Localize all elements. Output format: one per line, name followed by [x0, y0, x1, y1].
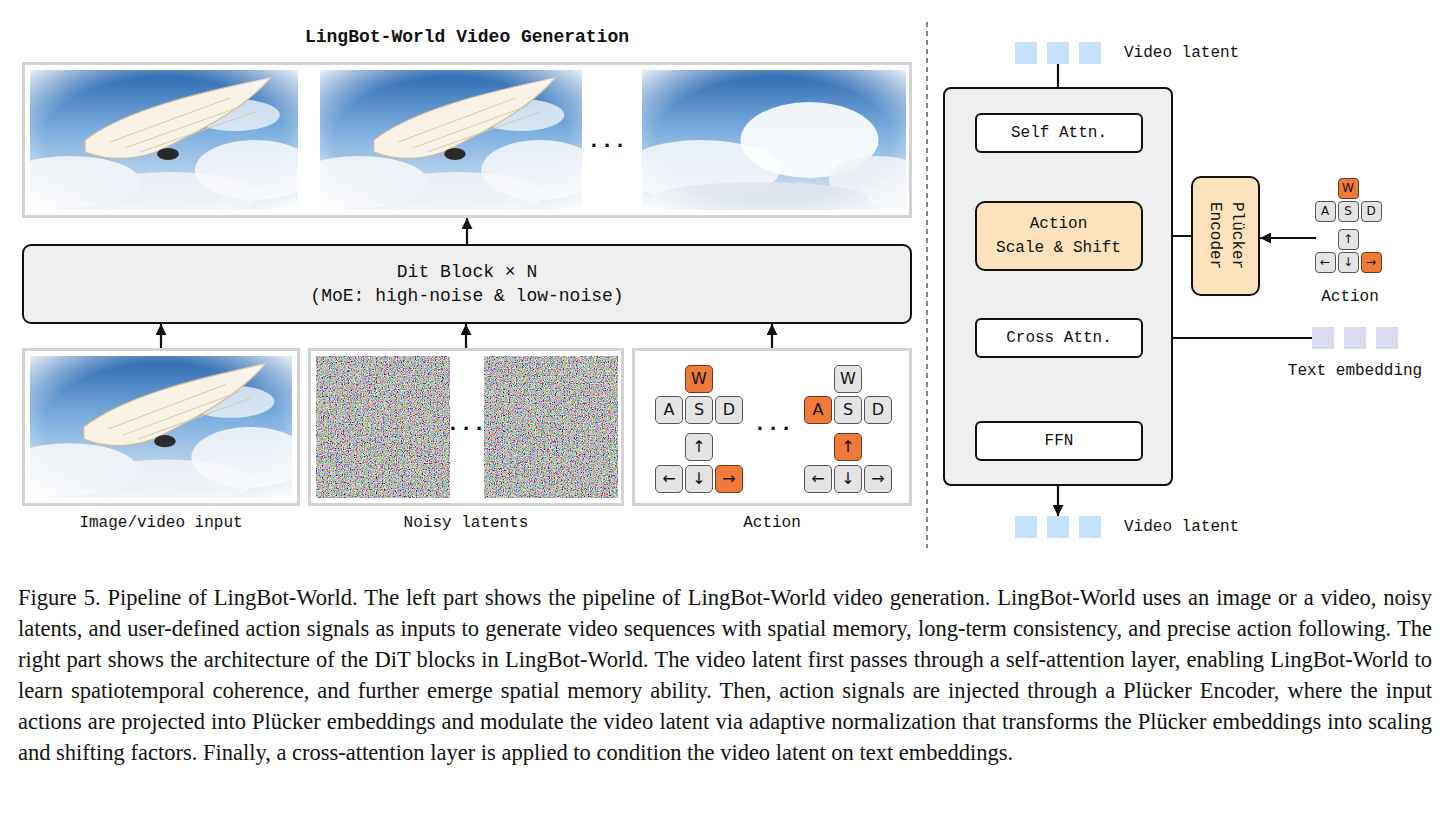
key-cap: ↑	[685, 433, 713, 461]
key-cap: S	[834, 396, 862, 424]
node-text: S	[843, 402, 853, 418]
latent-tokens: Video latent	[1015, 516, 1101, 538]
key-cap: ↑	[1338, 229, 1359, 250]
video-frame	[0, 70, 315, 216]
node-text: Plücker Encoder	[1204, 186, 1248, 286]
node-text: Cross Attn.	[1006, 326, 1112, 350]
node-text: Action	[632, 513, 912, 533]
node-text: Text embedding	[1272, 361, 1438, 381]
node-text: (MoE: high-noise & low-noise)	[310, 284, 623, 308]
node-text: ←	[811, 471, 824, 487]
key-cap: D	[864, 396, 892, 424]
key-cap: W	[685, 365, 713, 393]
node-text: W	[840, 371, 856, 387]
node-text: Noisy latents	[308, 513, 624, 533]
key-cap: ←	[655, 465, 683, 493]
node-text: D	[872, 402, 884, 418]
attention-block: Cross Attn.	[975, 318, 1143, 358]
connector-arrow	[160, 324, 162, 348]
node-text: D	[1366, 205, 1375, 217]
ffn-block: FFN	[975, 421, 1143, 461]
figure-caption: Figure 5. Pipeline of LingBot-World. The…	[18, 582, 1432, 768]
key-cap: A	[655, 396, 683, 424]
node-text: W	[691, 371, 707, 387]
action-frame: ...ActionWASD↑←↓→WASD↑←↓→	[632, 348, 912, 506]
node-text: ...	[743, 415, 803, 435]
node-text: FFN	[1045, 429, 1074, 453]
node-text: →	[871, 471, 884, 487]
input-frame: Image/video input	[22, 348, 300, 506]
key-cap: →	[1361, 252, 1382, 273]
connector-arrow	[771, 324, 773, 348]
noise-image	[316, 356, 450, 498]
latent-tokens: Video latent	[1015, 42, 1101, 64]
node-text: A	[664, 402, 675, 418]
key-cap: D	[715, 396, 743, 424]
encoder-block: Plücker Encoder	[1191, 176, 1260, 296]
node-text: Video latent	[1124, 43, 1264, 63]
key-cap: W	[1338, 178, 1359, 199]
key-cap: ↓	[1338, 252, 1359, 273]
noise-image	[484, 356, 618, 498]
action-input: ActionWASD↑←↓→	[1316, 180, 1384, 306]
node-text: Self Attn.	[1011, 121, 1107, 145]
key-cap: →	[864, 465, 892, 493]
node-text: Video latent	[1124, 517, 1264, 537]
key-cap: A	[804, 396, 832, 424]
video-frame	[622, 70, 927, 214]
node-text: Image/video input	[22, 513, 300, 533]
node-text: ↓	[1343, 256, 1353, 268]
node-text: ↑	[841, 439, 854, 455]
text-tokens: Text embedding	[1312, 327, 1398, 349]
node-text: A	[813, 402, 824, 418]
key-cap: →	[715, 465, 743, 493]
key-cap: S	[1338, 201, 1359, 222]
node-text: W	[1342, 182, 1354, 194]
dit-block: Dit Block × N(MoE: high-noise & low-nois…	[22, 244, 912, 324]
node-text: ↓	[692, 471, 705, 487]
input-image	[1, 356, 309, 504]
video-frame	[291, 70, 599, 216]
key-cap: ←	[804, 465, 832, 493]
key-cap: W	[834, 365, 862, 393]
node-text: ↑	[692, 439, 705, 455]
connector-arrow	[466, 218, 468, 244]
node-text: →	[722, 471, 735, 487]
key-cap: S	[685, 396, 713, 424]
connector-arrow	[465, 324, 467, 348]
dit-block-detail: Self Attn. Action Scale & ShiftCross Attn…	[943, 87, 1173, 486]
node-text: ...	[577, 132, 637, 152]
node-text: Dit Block × N	[397, 260, 537, 284]
output-frames: LingBot-World Video Generation...	[22, 62, 912, 218]
node-text: Action Scale & Shift	[996, 212, 1122, 260]
node-text: ↓	[841, 471, 854, 487]
key-cap: ↑	[834, 433, 862, 461]
node-text: ...	[436, 415, 496, 435]
node-text: A	[1321, 205, 1329, 217]
key-cap: A	[1315, 201, 1336, 222]
key-cap: ←	[1315, 252, 1336, 273]
node-text: S	[694, 402, 704, 418]
divider-line	[926, 22, 928, 548]
node-text: D	[723, 402, 735, 418]
key-cap: ↓	[834, 465, 862, 493]
noise-frame: ...Noisy latents	[308, 348, 624, 506]
node-text: →	[1366, 256, 1376, 268]
modulation-block: Action Scale & Shift	[975, 201, 1143, 271]
key-cap: D	[1361, 201, 1382, 222]
node-text: LingBot-World Video Generation	[25, 27, 909, 47]
node-text: ↑	[1343, 233, 1353, 245]
key-cap: ↓	[685, 465, 713, 493]
node-text: Action	[1286, 287, 1414, 307]
connector-arrow	[1260, 237, 1316, 239]
attention-block: Self Attn.	[975, 113, 1143, 153]
node-text: ←	[662, 471, 675, 487]
node-text: ←	[1320, 256, 1330, 268]
node-text: S	[1344, 205, 1352, 217]
